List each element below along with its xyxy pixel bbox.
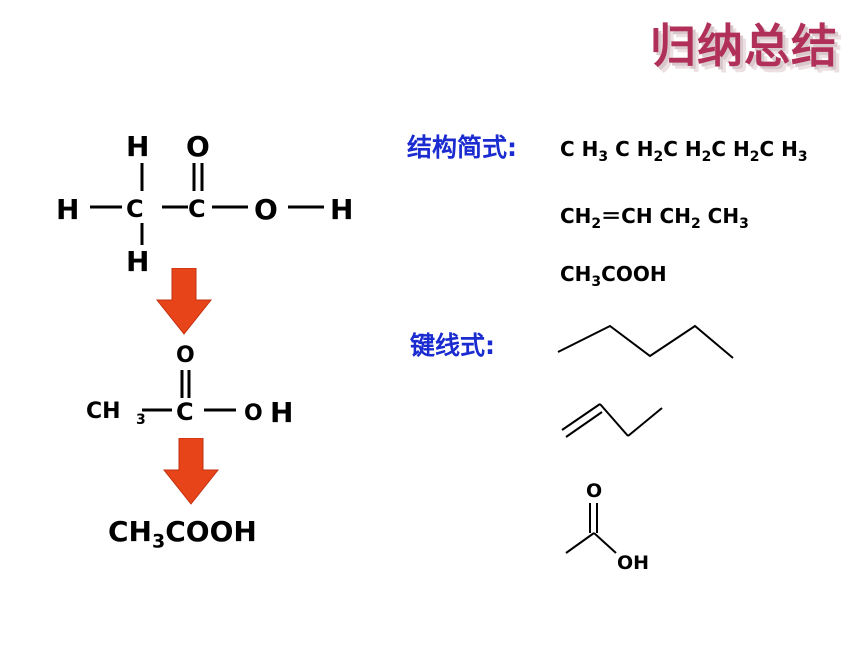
f1-part5: C H [759, 137, 798, 161]
f3-part2: COOH [601, 262, 667, 286]
condensed-formula-acetic-acid: CH3COOH [560, 262, 667, 290]
atom-o-right: O [254, 193, 278, 226]
condensed-formula-pentane: C H3 C H2C H2C H2C H3 [560, 137, 808, 165]
f3-sub1: 3 [591, 274, 602, 290]
butene-bond-2 [599, 403, 629, 437]
atom-c1: C [126, 195, 144, 223]
final-ch: CH [108, 515, 152, 548]
label-skeletal-formula: 键线式: [410, 331, 495, 360]
f2-part3: CH [700, 204, 740, 228]
f2-sub1: 2 [591, 216, 602, 232]
butene-double-a [561, 403, 601, 431]
f1-sub4: 2 [749, 149, 760, 165]
f1-sub3: 2 [701, 149, 712, 165]
f2-part2: CH CH [621, 204, 691, 228]
final-cooh: COOH [165, 515, 257, 548]
pentane-zigzag [557, 324, 734, 359]
arrow-shape-1 [155, 268, 213, 335]
atom-h-top: H [126, 130, 149, 163]
atom-h-left: H [56, 193, 79, 226]
condensed-formula-butene: CH2＝CH CH2 CH3 [560, 200, 749, 232]
inter-atom-o-top: O [176, 343, 195, 368]
f2-sub2: 2 [690, 216, 701, 232]
inter-sub3: 3 [136, 412, 146, 428]
inter-atom-h: H [270, 396, 293, 429]
final-formula: CH3COOH [108, 515, 257, 553]
down-arrow-2 [162, 438, 220, 505]
arrow-shape-2 [162, 438, 220, 505]
final-sub3: 3 [151, 530, 166, 553]
f2-sub3: 3 [739, 216, 749, 232]
f1-sub2: 2 [653, 149, 664, 165]
slide-title: 归纳总结 [650, 19, 838, 73]
inter-atom-c: C [176, 398, 194, 426]
label-condensed-formula: 结构简式: [407, 133, 517, 162]
atom-o-top: O [186, 130, 210, 163]
skeletal-butene [561, 403, 663, 438]
intermediate-formula: O CH 3 C O H [86, 343, 293, 429]
inter-ch: CH [86, 399, 121, 424]
skeletal-bond-methyl [565, 532, 595, 554]
skeletal-acetic-acid: O OH [565, 480, 649, 574]
atom-h-right: H [330, 193, 353, 226]
skeletal-atom-o: O [586, 480, 602, 502]
f1-sub1: 3 [598, 149, 609, 165]
butene-bond-3 [627, 407, 663, 437]
structural-formula: H O H C C O H H [56, 130, 353, 278]
butene-double-b [565, 411, 603, 438]
f1-part4: C H [711, 137, 750, 161]
f1-part3: C H [663, 137, 702, 161]
atom-c2: C [188, 195, 206, 223]
inter-atom-o: O [244, 401, 263, 426]
atom-h-bottom: H [126, 245, 149, 278]
skeletal-atom-oh: OH [617, 552, 649, 574]
skeletal-bond-oh [593, 532, 617, 554]
down-arrow-1 [155, 268, 213, 335]
f1-part1: C H [560, 137, 599, 161]
f3-part1: CH [560, 262, 592, 286]
f1-sub5: 3 [797, 149, 808, 165]
f2-double-bond: ＝ [601, 204, 622, 228]
skeletal-pentane [557, 324, 734, 359]
f1-part2: C H [608, 137, 654, 161]
f2-part1: CH [560, 204, 592, 228]
